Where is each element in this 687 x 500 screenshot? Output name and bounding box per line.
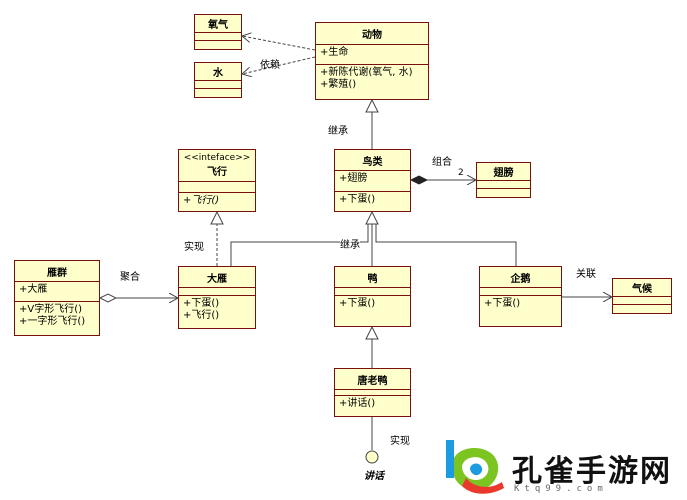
class-bird[interactable]: 鸟类 +翅膀 +下蛋() (334, 149, 411, 212)
class-penguin-method-0: +下蛋() (484, 298, 521, 309)
class-fly-method-0: +飞行() (183, 195, 220, 206)
class-oxygen-methods (195, 41, 241, 49)
class-oxygen-name: 氧气 (195, 15, 241, 33)
composition-diamond (409, 175, 429, 185)
dependency-line-oxygen (242, 36, 316, 51)
aggregation-diamond (98, 293, 118, 303)
class-donald-name: 唐老鸭 (335, 369, 410, 390)
class-bird-method-0: +下蛋() (339, 194, 376, 205)
class-duck-methods: +下蛋() (335, 296, 410, 312)
label-inherit-mid: 继承 (340, 236, 360, 251)
class-flock[interactable]: 雁群 +大雁 +V字形飞行() +一字形飞行() (14, 260, 100, 336)
class-duck-method-0: +下蛋() (339, 298, 376, 309)
class-donald-method-0: +讲话() (339, 398, 376, 409)
label-realize-bottom: 实现 (390, 436, 410, 447)
class-penguin-attrs (480, 288, 561, 296)
inherit-triangle-animal (365, 98, 379, 113)
class-donald-methods: +讲话() (335, 396, 410, 412)
class-goose-method-1: +飞行() (183, 310, 220, 321)
class-climate-name: 气候 (613, 279, 671, 297)
class-climate-attrs (613, 297, 671, 305)
class-animal-method-1: +繁殖() (320, 79, 357, 90)
class-fly-interface[interactable]: <<inteface>> 飞行 +飞行() (178, 149, 256, 212)
class-bird-attrs: +翅膀 (335, 171, 410, 192)
label-aggregation: 聚合 (120, 272, 140, 283)
dependency-line-water (242, 56, 316, 74)
class-duck[interactable]: 鸭 +下蛋() (334, 266, 411, 327)
class-oxygen[interactable]: 氧气 (194, 14, 242, 50)
class-flock-method-0: +V字形飞行() (19, 304, 83, 315)
class-duck-attrs (335, 288, 410, 296)
class-wing-attrs (477, 181, 530, 189)
label-realize-left: 实现 (184, 242, 204, 253)
class-flock-attr-0: +大雁 (19, 284, 48, 295)
inherit-line-goose (230, 224, 369, 266)
inherit-line-penguin (375, 224, 517, 266)
class-animal-methods: +新陈代谢(氧气, 水) +繁殖() (316, 65, 428, 93)
class-goose-attrs (179, 288, 255, 296)
label-composition: 组合 (432, 157, 452, 168)
class-goose-method-0: +下蛋() (183, 298, 220, 309)
inherit-triangle-bird (365, 210, 379, 225)
class-bird-methods: +下蛋() (335, 192, 410, 208)
class-donald-attrs (335, 390, 410, 396)
class-water-methods (195, 89, 241, 97)
class-oxygen-attrs (195, 33, 241, 41)
class-bird-attr-0: +翅膀 (339, 173, 368, 184)
class-flock-name: 雁群 (15, 261, 99, 282)
q-logo-icon (446, 440, 504, 494)
class-fly-attrs (179, 182, 255, 193)
class-climate[interactable]: 气候 (612, 278, 672, 314)
class-penguin[interactable]: 企鹅 +下蛋() (479, 266, 562, 327)
class-flock-method-1: +一字形飞行() (19, 316, 86, 327)
class-animal[interactable]: 动物 +生命 +新陈代谢(氧气, 水) +繁殖() (315, 22, 429, 100)
class-fly-name-box: <<inteface>> 飞行 (179, 150, 255, 182)
label-inherit-top: 继承 (328, 126, 348, 137)
class-penguin-methods: +下蛋() (480, 296, 561, 312)
class-goose[interactable]: 大雁 +下蛋() +飞行() (178, 266, 256, 329)
class-donald-duck[interactable]: 唐老鸭 +讲话() (334, 368, 411, 417)
class-animal-name: 动物 (316, 23, 428, 45)
label-association: 关联 (576, 269, 596, 280)
class-penguin-name: 企鹅 (480, 267, 561, 288)
class-animal-attrs: +生命 (316, 45, 428, 65)
class-water-attrs (195, 81, 241, 89)
label-multiplicity: 2 (458, 168, 464, 178)
class-animal-method-0: +新陈代谢(氧气, 水) (320, 67, 413, 78)
inherit-triangle-duck (365, 325, 379, 340)
class-bird-name: 鸟类 (335, 150, 410, 171)
class-climate-methods (613, 305, 671, 313)
watermark-url: Ktq99.com (514, 484, 608, 494)
class-wing[interactable]: 翅膀 (476, 162, 531, 198)
class-water[interactable]: 水 (194, 62, 242, 98)
label-dependency: 依赖 (260, 60, 280, 71)
class-flock-attrs: +大雁 (15, 282, 99, 302)
class-flock-methods: +V字形飞行() +一字形飞行() (15, 302, 99, 330)
speak-interface-icon (365, 450, 379, 464)
class-wing-name: 翅膀 (477, 163, 530, 181)
class-animal-attr-0: +生命 (320, 47, 349, 58)
watermark-title: 孔雀手游网 (512, 454, 672, 489)
realize-triangle-fly (210, 210, 224, 225)
label-speak-interface: 讲话 (364, 471, 384, 482)
class-water-name: 水 (195, 63, 241, 81)
class-fly-name: 飞行 (207, 167, 227, 178)
class-wing-methods (477, 189, 530, 197)
class-fly-stereotype: <<inteface>> (183, 153, 251, 163)
class-duck-name: 鸭 (335, 267, 410, 288)
class-goose-methods: +下蛋() +飞行() (179, 296, 255, 324)
class-fly-methods: +飞行() (179, 193, 255, 209)
class-goose-name: 大雁 (179, 267, 255, 288)
